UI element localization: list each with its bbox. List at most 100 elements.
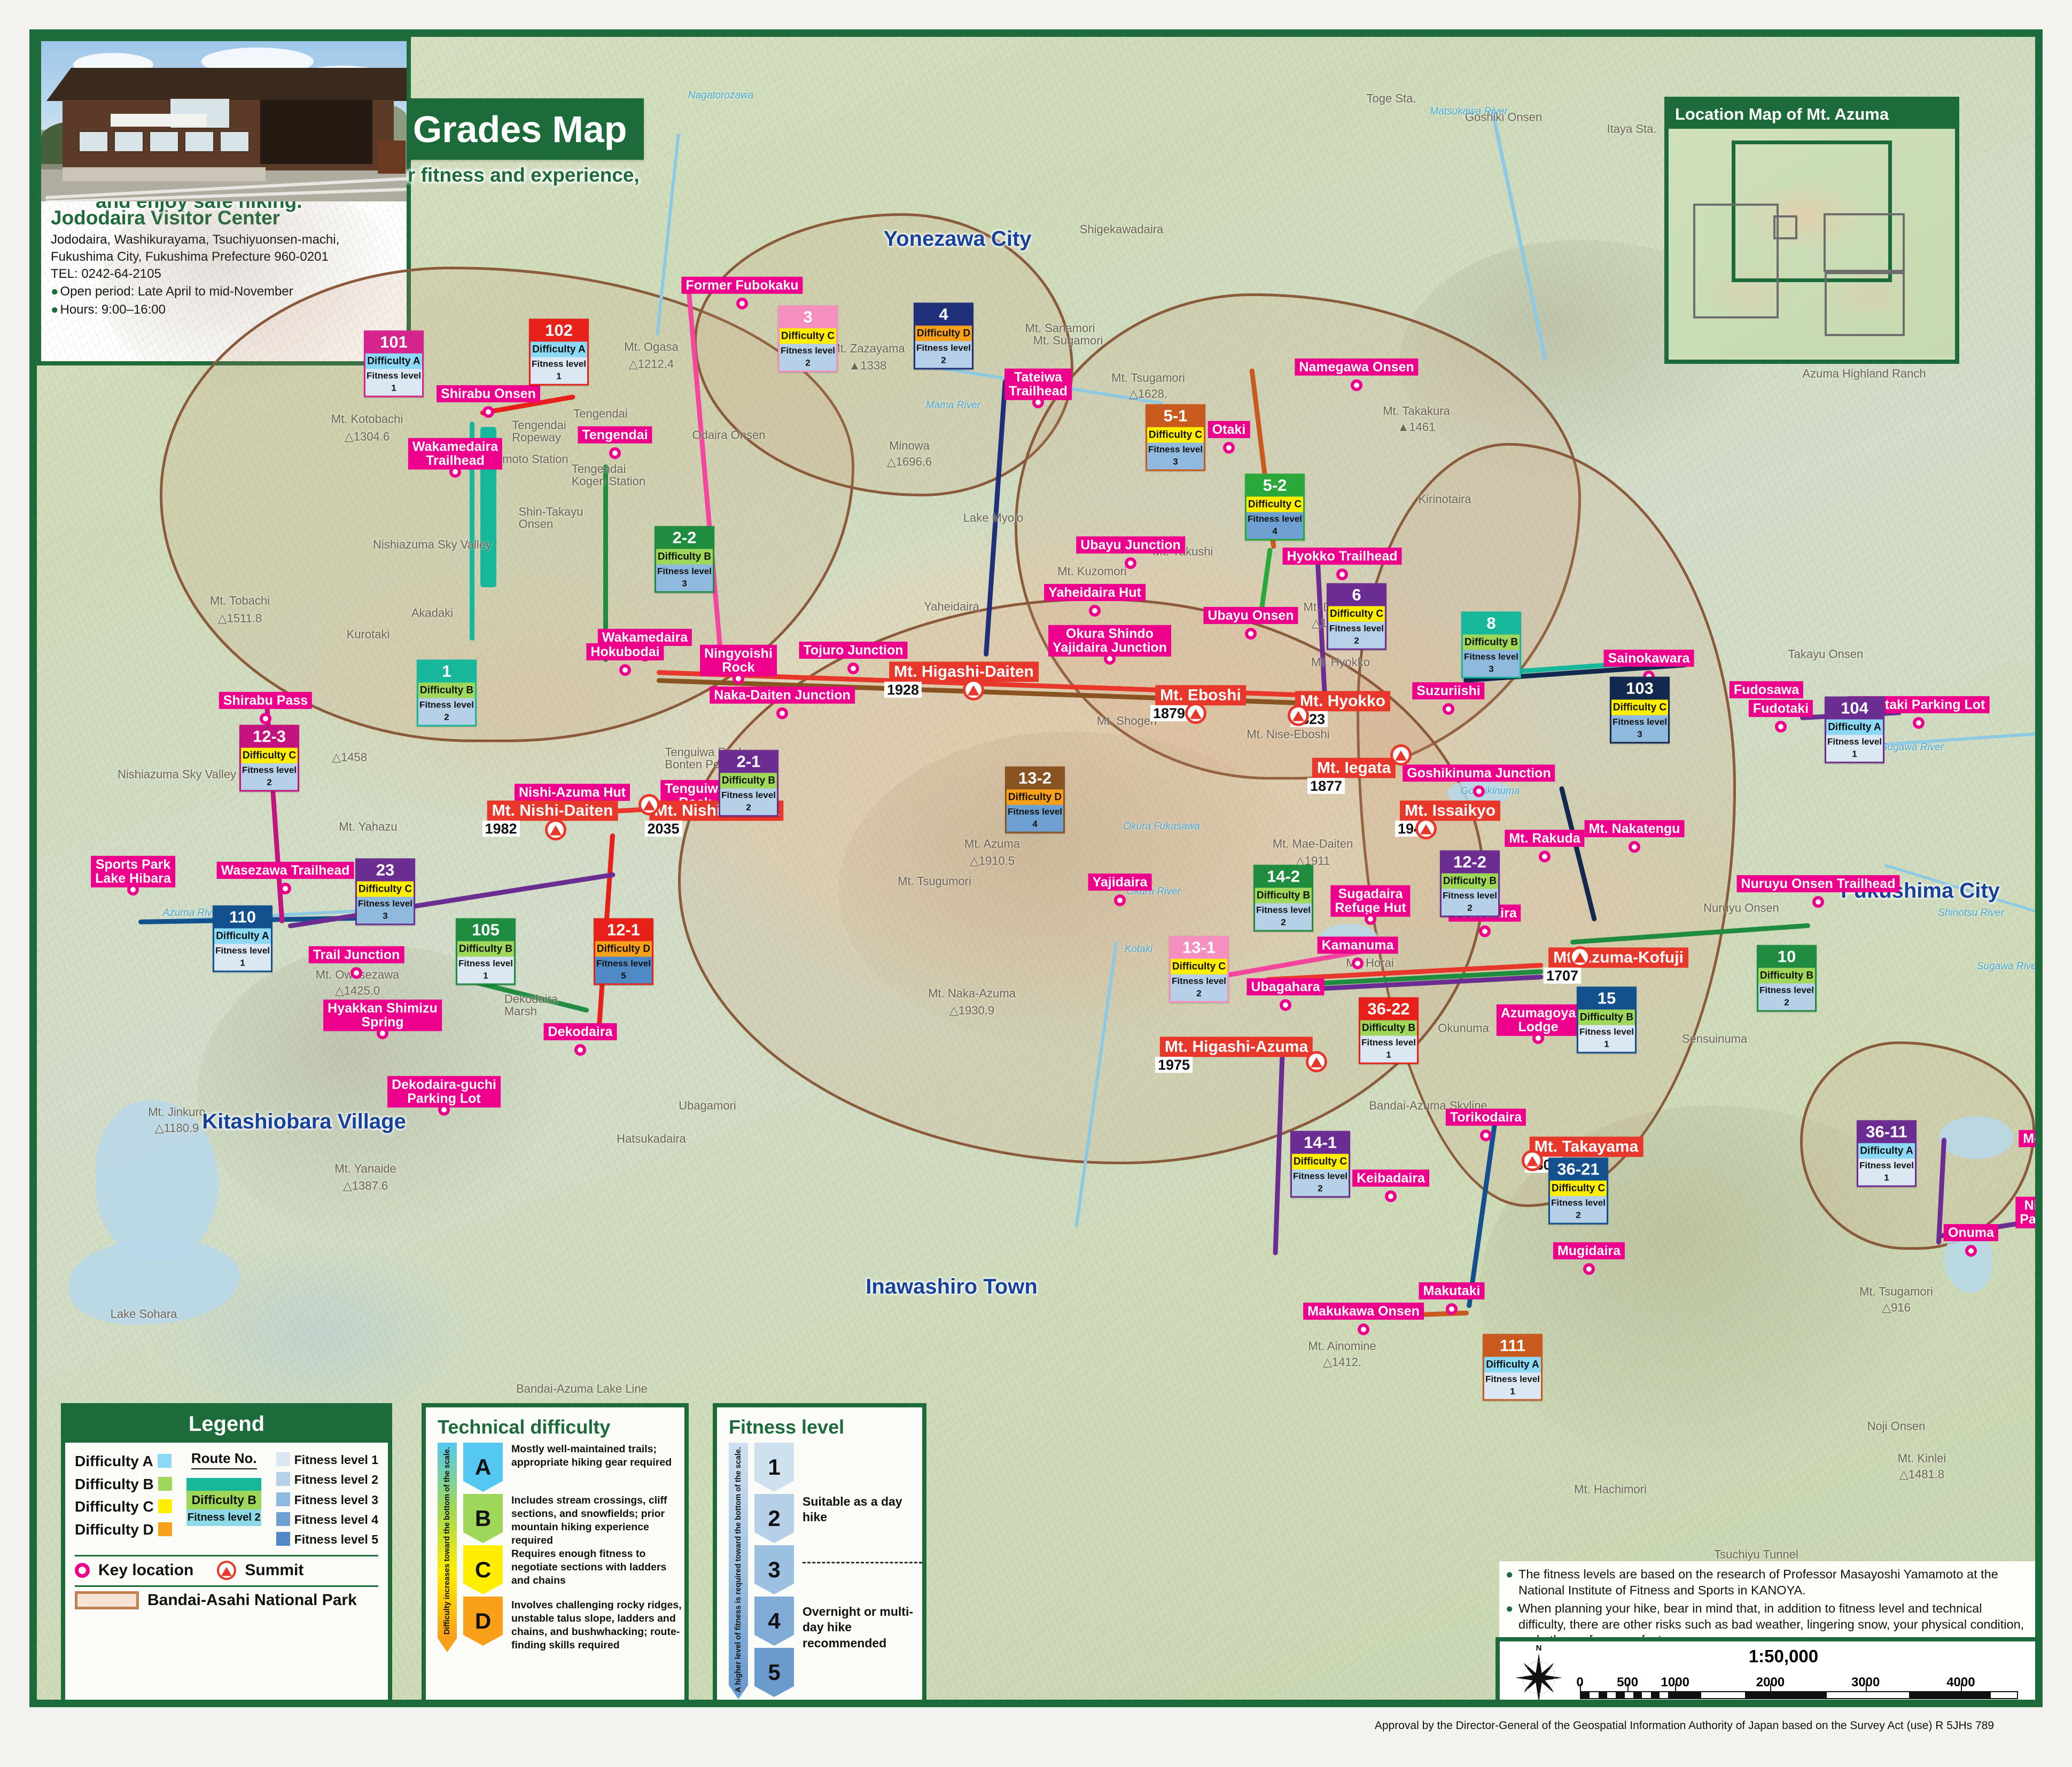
key-location-label[interactable]: Shirabu Onsen: [437, 385, 540, 403]
key-location-label[interactable]: Fudosawa: [1729, 681, 1804, 699]
key-location-label[interactable]: Sainokawara: [1603, 649, 1694, 667]
key-location-label[interactable]: Goshikinuma Junction: [1403, 764, 1555, 782]
key-location-label[interactable]: Namegawa Onsen: [1295, 358, 1419, 376]
key-location-icon[interactable]: [1336, 569, 1348, 580]
key-location-label[interactable]: Former Fubokaku: [681, 276, 803, 294]
key-location-icon[interactable]: [1245, 628, 1257, 640]
key-location-icon[interactable]: [1446, 1303, 1458, 1315]
key-location-icon[interactable]: [1913, 717, 1925, 729]
key-location-label[interactable]: Hyokko Trailhead: [1282, 547, 1402, 565]
summit-icon[interactable]: [1415, 818, 1437, 839]
key-location-label[interactable]: Tojuro Junction: [799, 641, 908, 659]
key-location-label[interactable]: Tengendai: [578, 426, 652, 444]
summit-label[interactable]: Mt. Issaikyo: [1399, 800, 1501, 821]
summit-icon[interactable]: [963, 679, 984, 700]
key-location-icon[interactable]: [1629, 841, 1640, 853]
key-location-icon[interactable]: [776, 707, 788, 719]
key-location-icon[interactable]: [736, 298, 748, 309]
key-location-icon[interactable]: [619, 664, 631, 676]
key-location-label[interactable]: Onuma: [1943, 1224, 1999, 1242]
key-location-label[interactable]: Ubayu Junction: [1076, 536, 1185, 554]
key-location-label[interactable]: Ubayu Onsen: [1203, 606, 1298, 625]
key-location-icon[interactable]: [260, 713, 271, 725]
summit-label[interactable]: Mt. Takayama: [1529, 1137, 1643, 1157]
key-location-label[interactable]: Naka-Daiten Junction: [710, 686, 855, 704]
summit-label[interactable]: Mt. Nishi-Daiten: [487, 800, 618, 821]
key-location-icon[interactable]: [1385, 1190, 1397, 1202]
summit-icon[interactable]: [1390, 744, 1412, 766]
summit-icon[interactable]: [638, 794, 660, 815]
key-location-icon[interactable]: [609, 447, 621, 459]
key-location-label[interactable]: Mugidaira: [1553, 1242, 1625, 1260]
key-location-icon[interactable]: [1365, 913, 1376, 925]
summit-label[interactable]: Mt. Higashi-Daiten: [889, 661, 1039, 682]
key-location-label[interactable]: Keibadaira: [1352, 1169, 1429, 1187]
key-location-icon[interactable]: [1351, 379, 1362, 391]
key-location-icon[interactable]: [733, 673, 744, 684]
summit-icon[interactable]: [545, 819, 566, 840]
key-location-icon[interactable]: [1114, 894, 1126, 906]
key-location-icon[interactable]: [377, 1027, 388, 1039]
visitor-center-panel[interactable]: Jododaira Visitor Center Jododaira, Wash…: [37, 37, 411, 365]
key-location-label[interactable]: Suzuriishi: [1412, 682, 1485, 700]
key-location-icon[interactable]: [1480, 1130, 1492, 1141]
key-location-icon[interactable]: [1532, 1032, 1544, 1044]
summit-label[interactable]: Mt. Iegata: [1312, 758, 1396, 778]
key-location-label[interactable]: Wakamedaira: [597, 628, 692, 647]
key-location-icon[interactable]: [1280, 999, 1291, 1011]
key-location-icon[interactable]: [1125, 557, 1136, 569]
key-location-label[interactable]: Yaheidaira Hut: [1044, 583, 1146, 602]
summit-icon[interactable]: [1185, 703, 1206, 724]
key-location-icon[interactable]: [1352, 958, 1364, 969]
key-location-label[interactable]: Fudotaki: [1748, 699, 1813, 718]
key-location-icon[interactable]: [1358, 1324, 1369, 1335]
summit-label[interactable]: Mt. Higashi-Azuma: [1159, 1037, 1313, 1057]
summit-icon[interactable]: [1306, 1051, 1327, 1072]
key-location-icon[interactable]: [127, 884, 139, 896]
key-location-icon[interactable]: [1032, 396, 1044, 408]
key-location-icon[interactable]: [1479, 925, 1491, 937]
key-location-icon[interactable]: [847, 663, 859, 674]
key-location-label[interactable]: Ubagahara: [1247, 978, 1325, 996]
key-location-label[interactable]: Kamanuma: [1317, 936, 1398, 954]
key-location-label[interactable]: Mt. Nakatengu: [1584, 820, 1685, 838]
key-location-label[interactable]: Nuruyu Onsen Trailhead: [1736, 875, 1900, 893]
key-location-icon[interactable]: [482, 406, 494, 418]
key-location-icon[interactable]: [1089, 605, 1101, 617]
key-location-icon[interactable]: [1539, 851, 1551, 862]
key-location-icon[interactable]: [279, 883, 291, 894]
summit-label[interactable]: Mt. Hyokko: [1295, 691, 1391, 711]
key-location-label[interactable]: Makutaki: [1419, 1282, 1485, 1300]
key-location-icon[interactable]: [1965, 1245, 1977, 1257]
key-location-label[interactable]: Nishi-Azuma Hut: [515, 783, 630, 801]
key-location-icon[interactable]: [1223, 442, 1235, 454]
key-location-label[interactable]: NidanumaParking Lot: [2015, 1196, 2035, 1228]
